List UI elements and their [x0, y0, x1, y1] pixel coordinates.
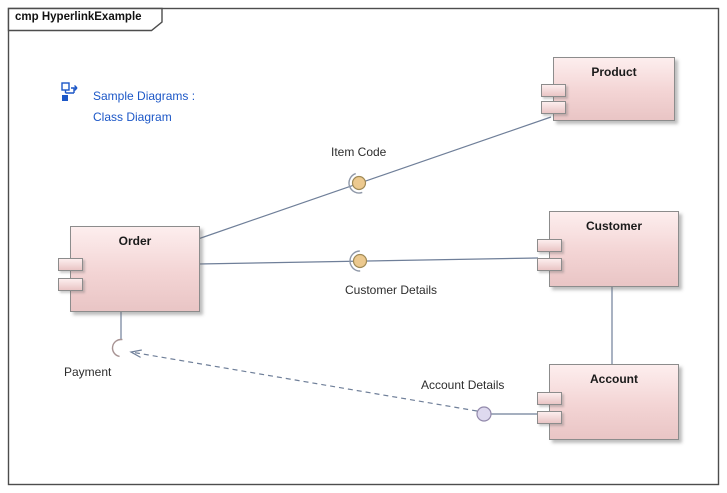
component-customer-name: Customer	[585, 219, 642, 233]
hyperlink-line-1[interactable]: Sample Diagrams :	[93, 89, 196, 103]
customer-details-wire[interactable]	[197, 257, 539, 265]
payment-socket-icon	[111, 338, 123, 358]
customer-details-label: Customer Details	[345, 283, 438, 297]
item-code-label: Item Code	[331, 145, 387, 159]
customer-details-socket-icon	[349, 250, 361, 272]
component-port-icon	[541, 84, 566, 97]
component-order[interactable]: Order	[58, 226, 200, 312]
customer-details-ball-icon	[352, 253, 368, 269]
item-code-wire[interactable]	[197, 116, 552, 240]
component-account-name: Account	[590, 372, 638, 386]
diagram-frame	[7, 7, 720, 486]
assembly-connector-customer-details[interactable]	[197, 250, 539, 272]
diagram-link-icon[interactable]	[60, 82, 80, 102]
component-port-icon	[537, 239, 562, 252]
component-port-icon	[537, 258, 562, 271]
component-account[interactable]: Account	[537, 364, 679, 440]
component-port-icon	[537, 392, 562, 405]
component-port-icon	[537, 411, 562, 424]
account-details-ball-icon	[476, 406, 492, 422]
component-port-icon	[541, 101, 566, 114]
dependency-arrowhead-icon	[129, 349, 142, 358]
component-port-icon	[58, 278, 83, 291]
required-interface-payment[interactable]	[111, 310, 123, 358]
component-customer[interactable]: Customer	[537, 211, 679, 287]
account-details-dependency-wire[interactable]	[130, 351, 478, 412]
component-port-icon	[58, 258, 83, 271]
frame-tab	[7, 7, 163, 32]
account-details-label: Account Details	[421, 378, 505, 392]
hyperlink-line-2[interactable]: Class Diagram	[93, 110, 172, 124]
component-product[interactable]: Product	[541, 57, 675, 121]
component-order-name: Order	[118, 234, 152, 248]
hyperlink-text[interactable]: Sample Diagrams : Class Diagram	[93, 86, 195, 128]
diagram-hyperlink[interactable]: Sample Diagrams : Class Diagram	[60, 82, 195, 128]
payment-label: Payment	[64, 365, 112, 379]
assembly-connector-item-code[interactable]	[197, 116, 552, 240]
item-code-ball-icon	[351, 175, 367, 191]
item-code-socket-icon	[348, 172, 363, 194]
provided-interface-account-details[interactable]	[129, 349, 537, 422]
component-product-name: Product	[591, 65, 637, 79]
frame-title: cmp HyperlinkExample	[15, 11, 142, 23]
